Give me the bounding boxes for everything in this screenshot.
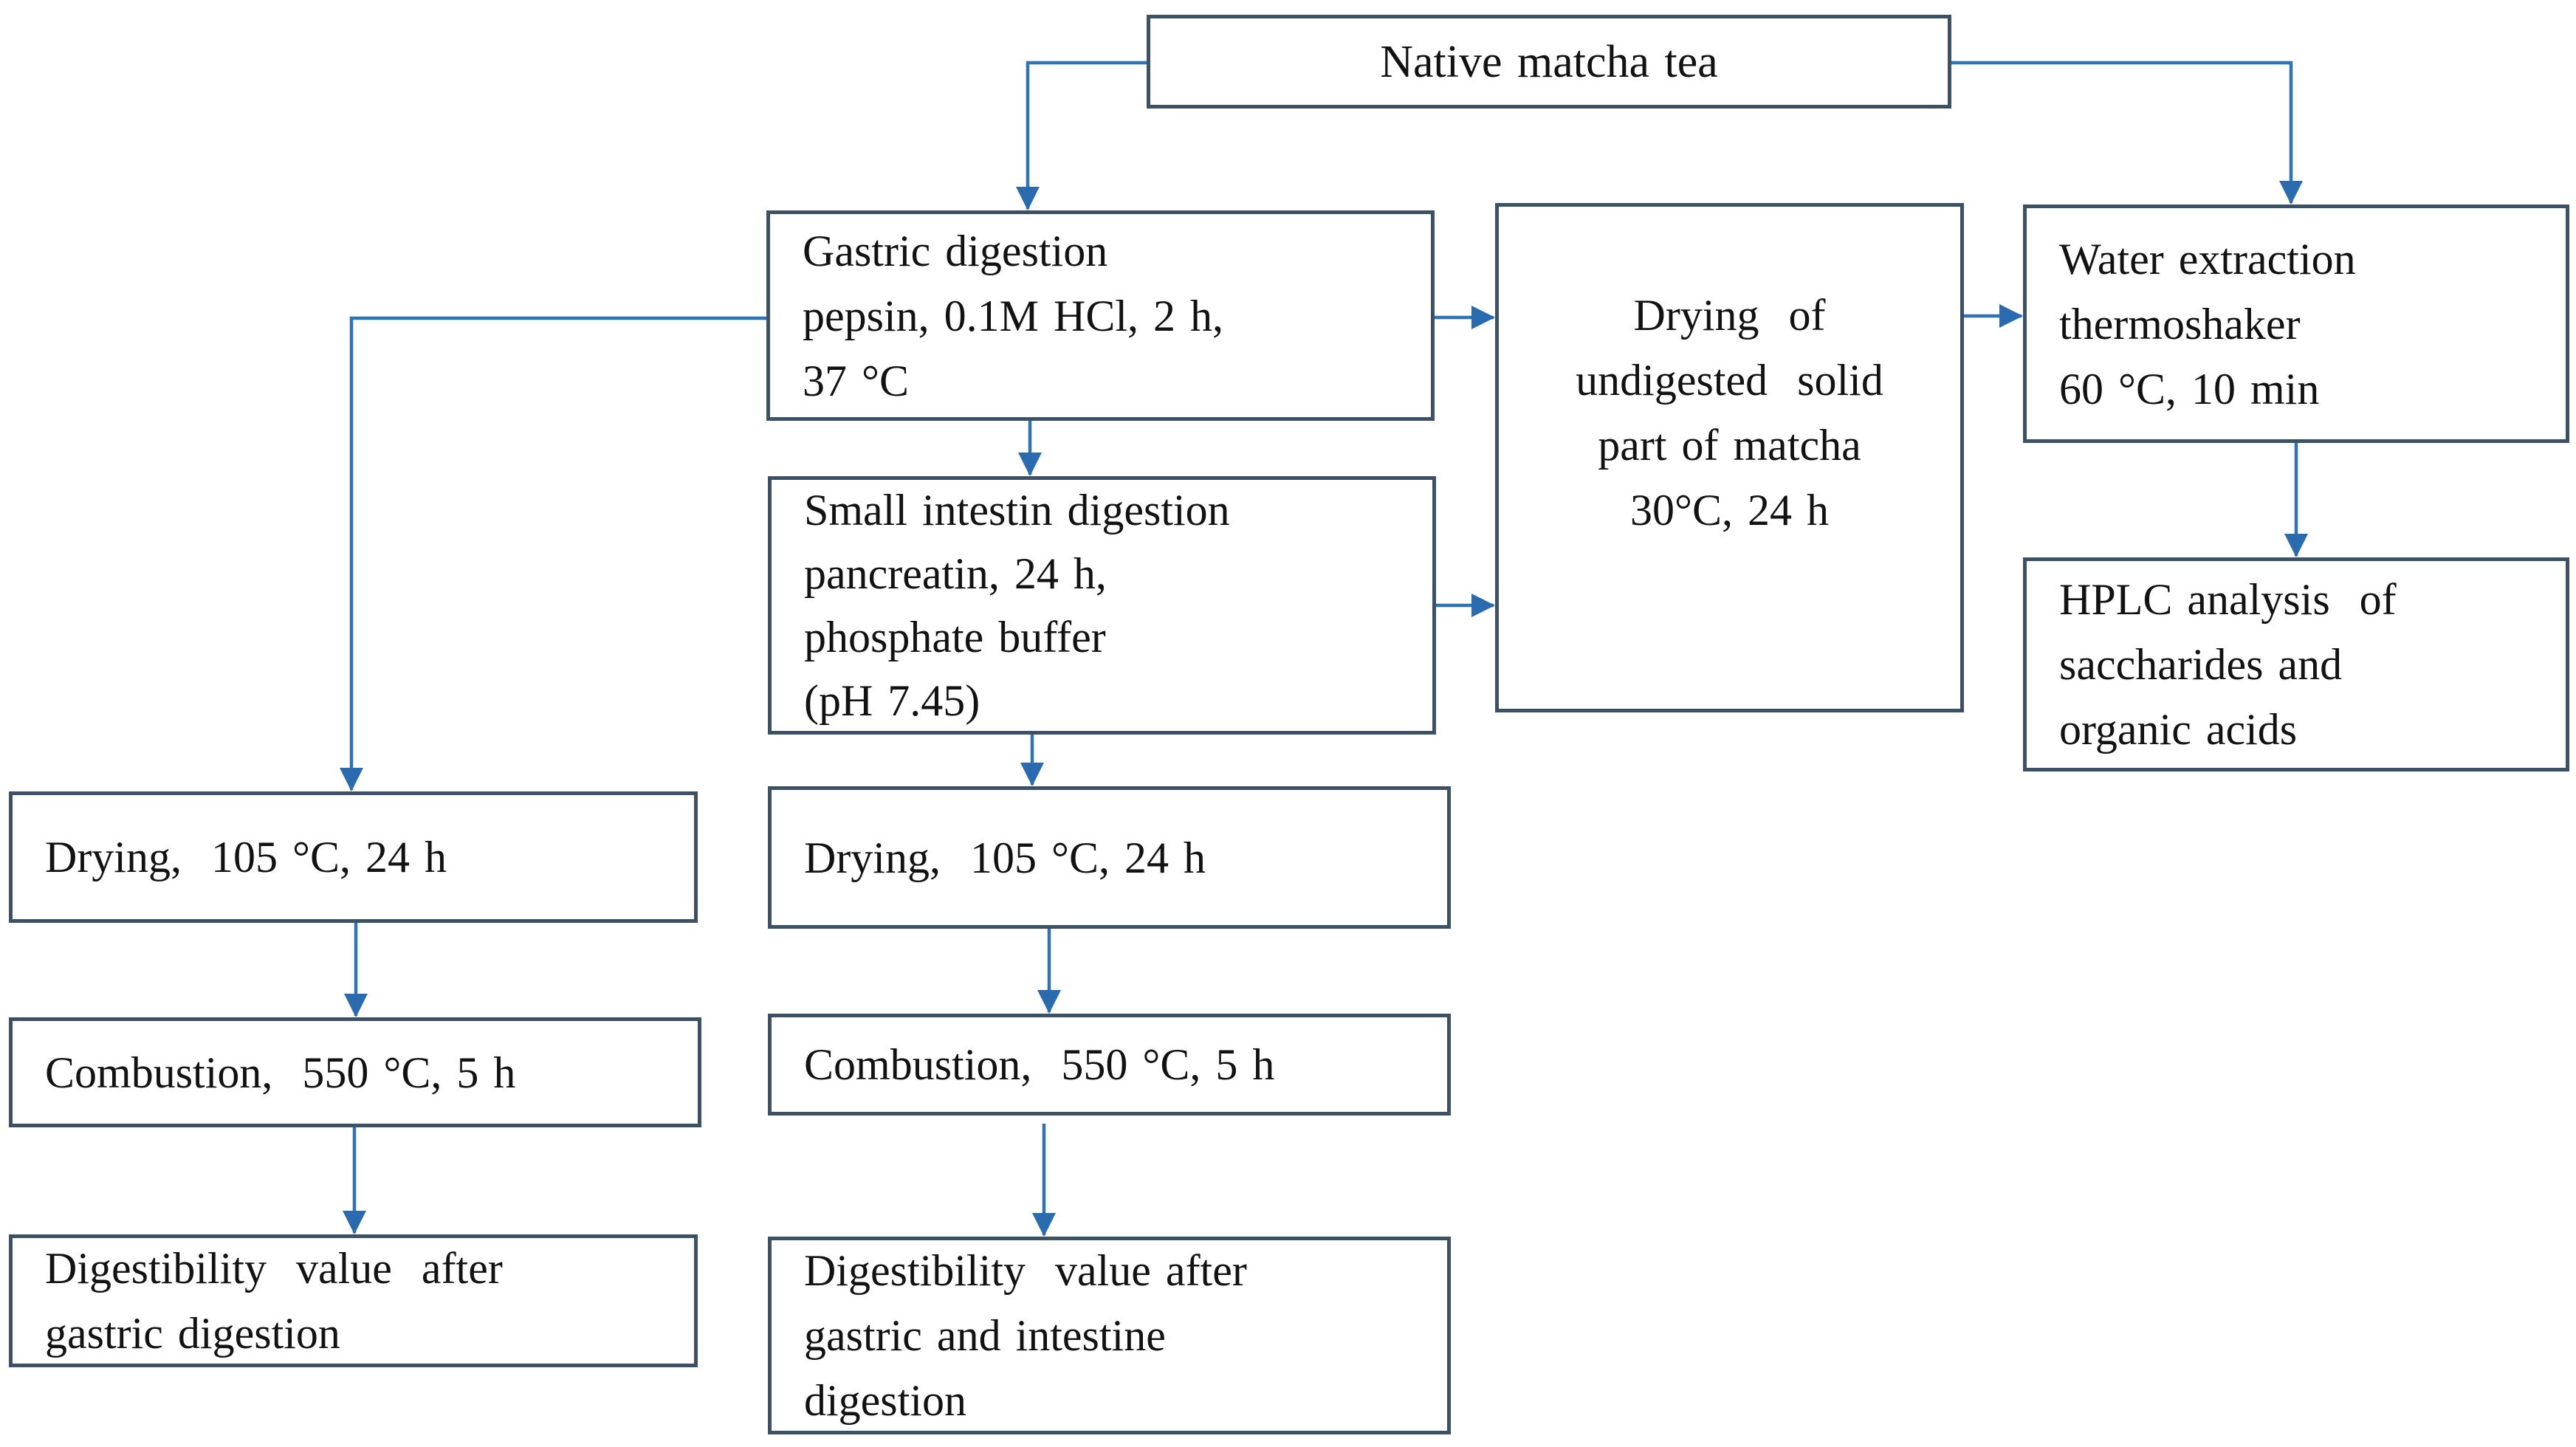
connector-native-to-gastric <box>1016 61 1149 210</box>
node-text-line: Digestibility value after <box>45 1244 503 1293</box>
node-text-line: gastric and intestine <box>804 1311 1166 1360</box>
flow-node-combustion_gastric: Combustion, 550 °C, 5 h <box>9 1017 701 1127</box>
connector-gastric-to-drying_gastric <box>340 316 766 791</box>
node-text-line: Combustion, 550 °C, 5 h <box>45 1048 516 1097</box>
node-text-line: Drying, 105 °C, 24 h <box>804 833 1206 882</box>
connector-native-to-water_extraction <box>1951 61 2303 204</box>
node-text-line: pancreatin, 24 h, <box>804 549 1107 598</box>
flow-node-drying_undigested: Drying of undigested solid part of matcha 3… <box>1495 203 1964 712</box>
node-text-line: Combustion, 550 °C, 5 h <box>804 1040 1275 1089</box>
node-text-line: saccharides and <box>2059 640 2343 689</box>
node-text-line: Digestibility value after <box>804 1246 1247 1295</box>
flow-node-drying_intestine: Drying, 105 °C, 24 h <box>768 786 1451 929</box>
flow-node-combustion_intestine: Combustion, 550 °C, 5 h <box>768 1014 1451 1116</box>
node-text-line: pepsin, 0.1M HCl, 2 h, <box>803 291 1224 340</box>
node-text-line: Drying of <box>1633 291 1826 340</box>
flow-node-hplc: HPLC analysis of saccharides and organic a… <box>2023 557 2569 771</box>
node-text-line: HPLC analysis of <box>2059 575 2397 624</box>
node-text-line: part of matcha <box>1598 421 1861 470</box>
flow-node-digestibility_intestine: Digestibility value after gastric and int… <box>768 1237 1451 1434</box>
node-text-line: 60 °C, 10 min <box>2059 364 2320 413</box>
flow-node-native: Native matcha tea <box>1147 15 1951 109</box>
node-text-line: 30°C, 24 h <box>1629 486 1829 535</box>
flow-node-small_intestine: Small intestin digestion pancreatin, 24 h… <box>768 476 1436 735</box>
flow-node-water_extraction: Water extraction thermoshaker 60 °C, 10 mi… <box>2023 204 2569 443</box>
node-text-line: gastric digestion <box>45 1309 340 1358</box>
node-text-line: Native matcha tea <box>1380 36 1718 87</box>
node-text-line: Drying, 105 °C, 24 h <box>45 833 447 881</box>
flow-node-gastric: Gastric digestion pepsin, 0.1M HCl, 2 h, 3… <box>766 210 1435 421</box>
node-text-line: thermoshaker <box>2059 299 2301 348</box>
node-text-line: phosphate buffer <box>804 613 1106 661</box>
node-text-line: Gastric digestion <box>803 226 1108 275</box>
node-text-line: Small intestin digestion <box>804 486 1230 535</box>
flow-node-digestibility_gastric: Digestibility value after gastric digesti… <box>9 1234 698 1367</box>
node-text-line: digestion <box>804 1376 966 1425</box>
node-text-line: 37 °C <box>803 356 910 405</box>
node-text-line: Water extraction <box>2059 234 2356 283</box>
node-text-line: (pH 7.45) <box>804 676 980 725</box>
node-text-line: undigested solid <box>1576 356 1883 405</box>
flow-node-drying_gastric: Drying, 105 °C, 24 h <box>9 791 698 923</box>
node-text-line: organic acids <box>2059 705 2298 754</box>
